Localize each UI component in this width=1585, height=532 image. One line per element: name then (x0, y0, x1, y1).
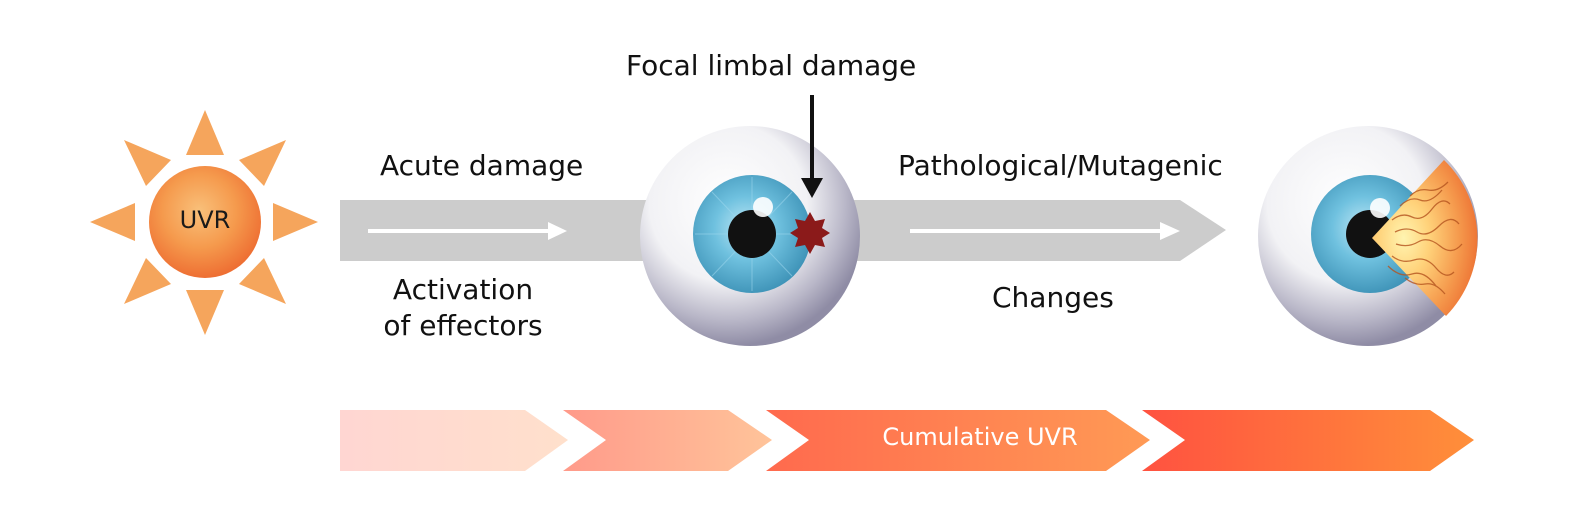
cumulative-uvr-band (340, 410, 1474, 471)
sun-ray-bottom-right (239, 258, 286, 304)
sun-ray-top (186, 110, 224, 155)
chevron-3 (766, 410, 1150, 471)
chevron-1 (340, 410, 568, 471)
focal-limbal-damage-label: Focal limbal damage (626, 49, 917, 82)
limbal-lesion (790, 212, 830, 254)
sun-ray-left (90, 203, 135, 241)
sun-core (149, 166, 261, 278)
activation-line-2: of effectors (383, 309, 543, 343)
sun-ray-bottom (186, 290, 224, 335)
cumulative-uvr-label: Cumulative UVR (882, 423, 1078, 451)
pathological-mutagenic-label: Pathological/Mutagenic (898, 149, 1223, 182)
sun-ray-top-left (124, 140, 171, 186)
sun-ray-right (273, 203, 318, 241)
activation-line-1: Activation (392, 273, 534, 306)
chevron-2 (563, 410, 772, 471)
eye-highlight (1370, 198, 1390, 218)
sun-ray-bottom-left (124, 258, 171, 304)
chevron-4 (1142, 410, 1474, 471)
white-arrow-left (368, 222, 567, 240)
eye-pterygium (1258, 126, 1478, 346)
sun-ray-top-right (239, 140, 286, 186)
pterygium-vessels (1387, 181, 1463, 295)
pupil (728, 210, 776, 258)
activation-label: Activation of effectors (378, 272, 548, 345)
focal-damage-pointer (801, 95, 823, 198)
white-arrow-right (910, 222, 1180, 240)
changes-label: Changes (992, 281, 1114, 314)
eye-highlight (753, 197, 773, 217)
acute-damage-label: Acute damage (380, 149, 584, 182)
pterygium-wedge (1372, 160, 1478, 316)
sun-icon (90, 110, 318, 335)
sun-label: UVR (179, 206, 231, 234)
eye-focal-damage (640, 126, 860, 346)
